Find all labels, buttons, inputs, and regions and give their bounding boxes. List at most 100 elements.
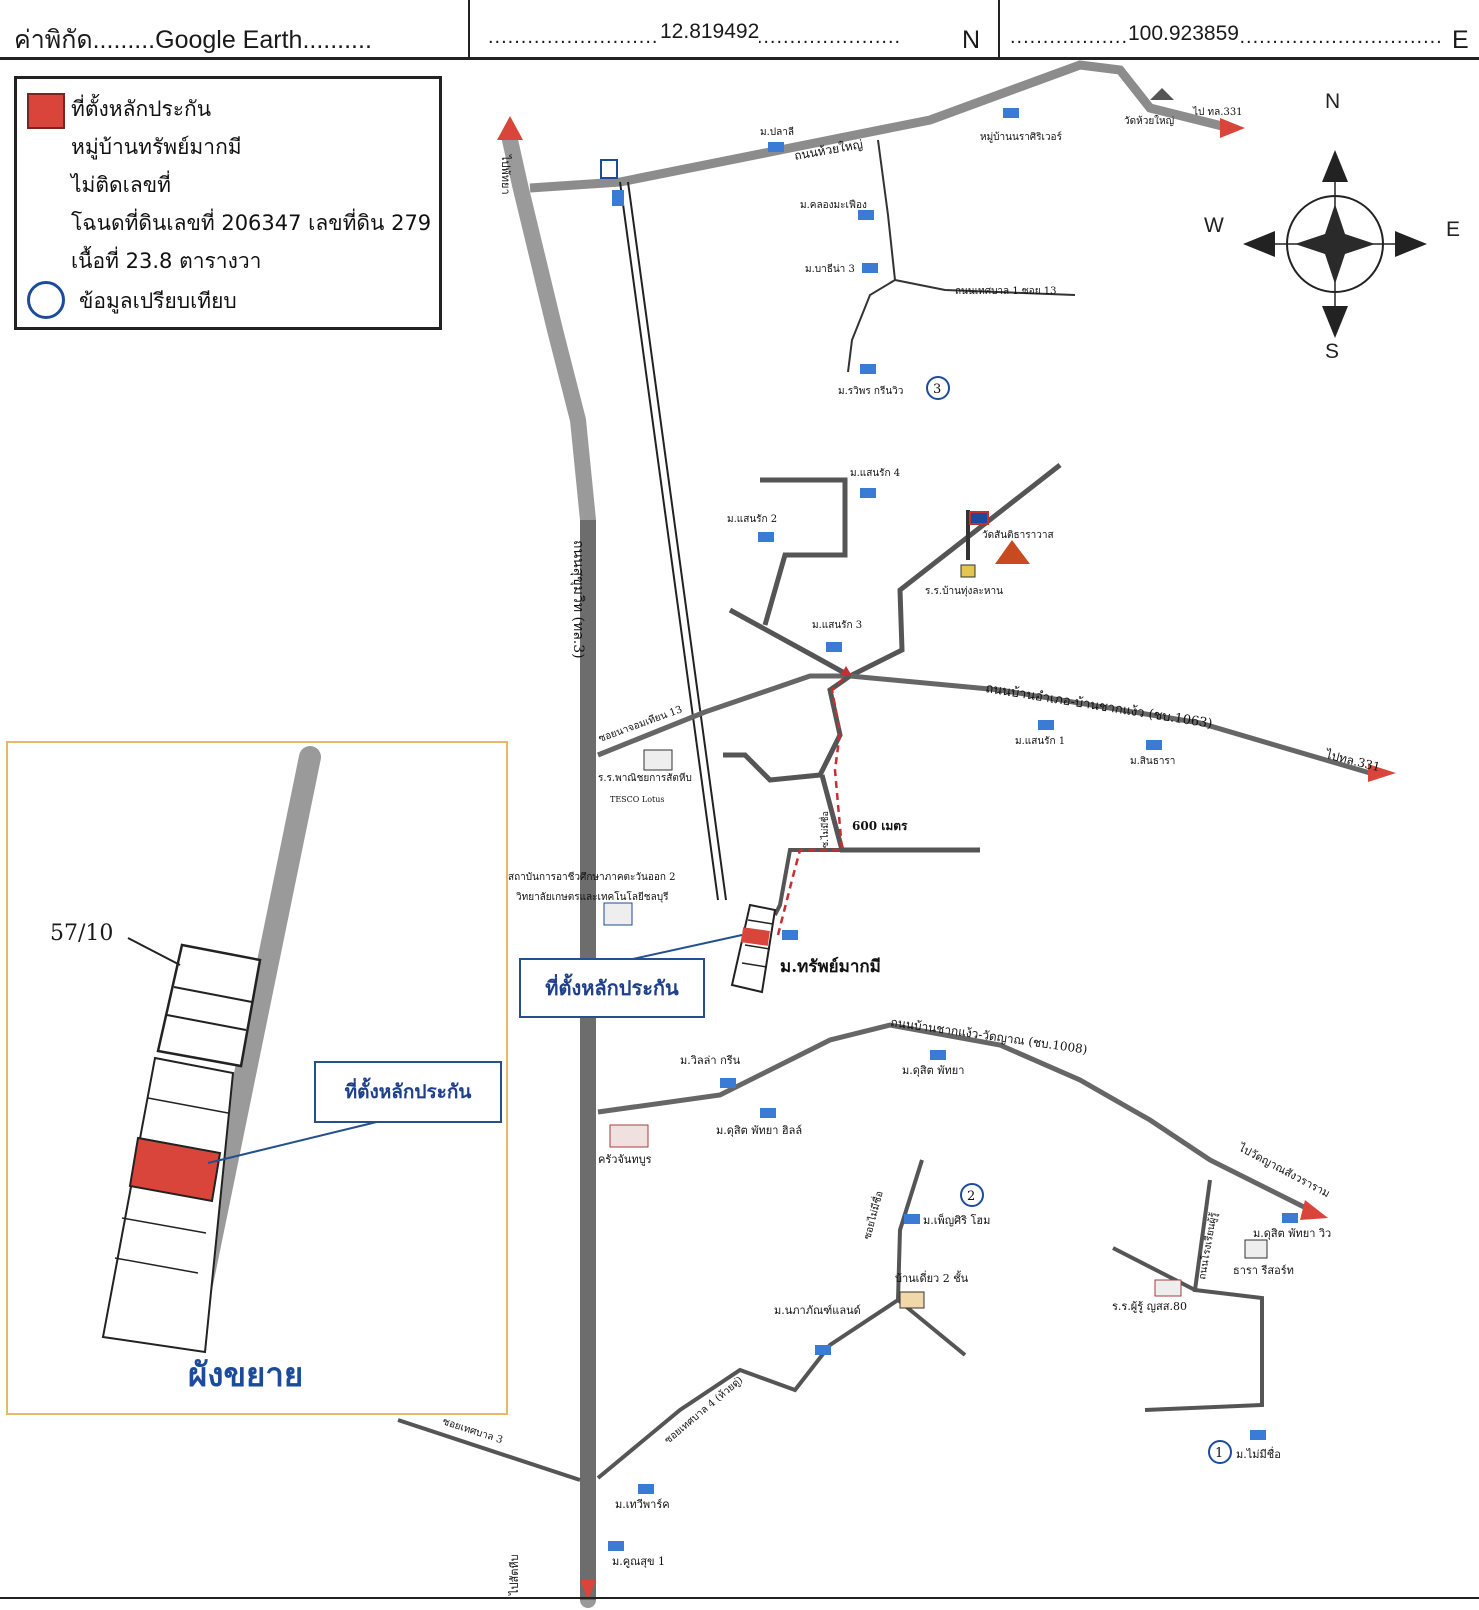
institute-icon [603,902,633,926]
soi-noname-label: ซอยไม่มีชื่อ [859,1189,885,1241]
bottom-border [0,1597,1479,1610]
meters-label: 600 เมตร [852,819,908,833]
m-saenrak2-label: ม.แสนรัก 2 [727,514,777,525]
village-icon [1146,740,1162,750]
to-wat-yan-label: ไปวัดญาณสังวราราม [1236,1141,1332,1200]
legend-village: หมู่บ้านทรัพย์มากมี [71,135,242,159]
legend-no-number: ไม่ติดเลขที่ [71,173,171,197]
thara-label: ธารา รีสอร์ท [1233,1264,1294,1277]
longitude-cell: ........................................… [1000,0,1479,58]
village-icon [760,1108,776,1118]
comparison-circle-1 [1208,1440,1232,1464]
route-arrow-icon [840,666,852,676]
road-1008 [597,1022,1312,1213]
north-arrow-icon [497,116,523,140]
comparison-2-label: 2 [967,1189,975,1204]
sukhumvit-road [502,132,596,1608]
compass-n: N [1325,90,1341,113]
school-ban-label: ร.ร.บ้านทุ่งละหาน [925,585,1003,597]
saenrak-road-a [760,477,848,626]
village-icon [930,1050,946,1060]
inset-upper-block [156,943,262,1068]
comparison-circle-2 [960,1183,984,1207]
thetsaban3-road [397,1418,581,1482]
enlarged-plan-inset: 57/10 ที่ตั้งหลักประกัน ผังขยาย [6,741,508,1415]
m-koonsuk-label: ม.คูณสุข 1 [612,1555,665,1568]
m-tawee-label: ม.เทวีพาร์ค [615,1498,670,1511]
village-icon [720,1078,736,1088]
to-wat-yan-arrow-icon [1300,1200,1328,1220]
m-sap-label: ม.ทรัพย์มากมี [780,956,881,977]
village-icon [758,532,774,542]
village-icon [608,1541,624,1551]
village-icon [904,1214,920,1224]
callout-pointer-main [627,934,743,961]
longitude-value: 100.923859 [1128,22,1239,46]
sukhumvit-label: ถนนสุขุมวิท (ทล.3) [570,540,586,659]
legend: ที่ตั้งหลักประกัน หมู่บ้านทรัพย์มากมี ไม… [14,76,442,330]
coord-source-cell: ค่าพิกัด.........Google Earth.......... [0,0,470,58]
m-saenrak1-label: ม.แสนรัก 1 [1015,736,1065,747]
m-plaree-label: ม.ปลาลี [760,126,794,138]
m-khlong-label: ม.คลองมะเฟือง [800,199,867,211]
m-saenrak4-label: ม.แสนรัก 4 [850,468,900,479]
legend-comparison: ข้อมูลเปรียบเทียบ [79,289,237,313]
rong-rian-road-label: ถนนโรงเรียนผู้รู้ [1195,1211,1220,1281]
village-icon [1038,720,1054,730]
village-icon [1282,1213,1298,1223]
village-icon [638,1484,654,1494]
to-pattaya-top-label: ไปพัทยา [499,154,512,195]
to-331-mid-arrow-icon [1368,764,1396,782]
krua-label: ครัวจันทบูร [598,1153,652,1166]
compass-e: E [1446,218,1461,241]
huay-yai-road [529,60,1232,193]
south-arrow-icon [580,1580,596,1600]
tesco-label: TESCO Lotus [610,795,664,804]
thai-flag-icon [969,511,989,525]
compass-w: W [1204,214,1224,237]
compass-rose [1243,150,1427,338]
village-icon [782,930,798,940]
m-napaphat-label: ม.นภาภัณฑ์แลนด์ [774,1304,861,1317]
thetsaban1-road [894,279,1076,296]
wat-huay-yai-label: วัดห้วยใหญ่ [1124,115,1174,127]
school-rr-icon [1154,1279,1182,1297]
lat-suffix: N [962,26,981,55]
to-331-top-label: ไป ทล.331 [1192,106,1243,118]
village-icons [608,108,1298,1551]
to-pattaya-bottom-label: ไปสัตหีบ [508,1554,521,1596]
lon-suffix: E [1452,26,1469,55]
resort-icon [1244,1239,1268,1259]
compass-s: S [1325,340,1340,363]
m-rawiporn-label: ม.รวิพร กรีนวิว [838,385,903,397]
village-icon [826,642,842,652]
village-icon [815,1345,831,1355]
latitude-value: 12.819492 [660,20,760,44]
m-dusit-hill-label: ม.ดุสิต พัทยา ฮิลล์ [716,1124,802,1137]
gas-station-icon [612,190,624,206]
comparison-3-label: 3 [933,382,941,397]
route-600m [776,675,847,936]
village-icon [860,364,876,374]
local-road-b [819,774,980,853]
village-icon [1250,1430,1266,1440]
flag-pole-icon [966,510,970,560]
m-saenrak3-label: ม.แสนรัก 3 [812,620,862,631]
legend-area: เนื้อที่ 23.8 ตารางวา [71,249,262,273]
property-marker-map [741,927,770,946]
school-commerce-label: ร.ร.พาณิชยการสัตหีบ [598,772,692,784]
thetsaban3-label: ซอยเทศบาล 3 [441,1416,504,1446]
m-banthana3-label: ม.บาธีน่า 3 [805,263,855,275]
dusit-view-label: ม.ดุสิต พัทยา วิว [1253,1227,1331,1240]
institute2-label: วิทยาลัยเกษตรและเทคโนโลยีชลบุรี [516,890,669,903]
soi-name-label: ซ.ไม่มีชื่อ [818,811,831,848]
inset-callout-pointer [207,1117,394,1164]
enlarged-plan-title: ผังขยาย [188,1355,304,1394]
village-icon [862,263,878,273]
coordinates-header: ค่าพิกัด.........Google Earth.......... … [0,0,1479,60]
school-icon [960,564,976,578]
wat-sansuk-label: วัดสันติธาราวาส [982,530,1054,541]
railway-line-a [619,181,719,901]
legend-deed: โฉนดที่ดินเลขที่ 206347 เลขที่ดิน 279 [71,211,432,235]
restaurant-icon [609,1124,649,1148]
